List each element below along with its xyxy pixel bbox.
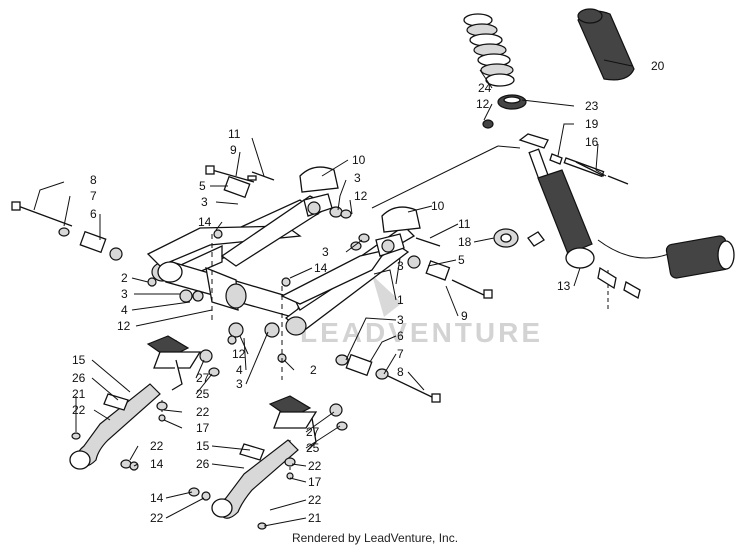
callout-label: 21 bbox=[72, 387, 86, 401]
callout-labels: 20 24 12 23 19 16 11 9 10 5 3 3 12 8 7 6… bbox=[72, 59, 665, 525]
callout-label: 22 bbox=[150, 511, 164, 525]
svg-text:LEADVENTURE: LEADVENTURE bbox=[300, 317, 543, 348]
callout-label: 22 bbox=[196, 405, 210, 419]
callout-label: 3 bbox=[236, 377, 243, 391]
callout-label: 22 bbox=[72, 403, 86, 417]
callout-label: 10 bbox=[352, 153, 366, 167]
callout-label: 9 bbox=[230, 143, 237, 157]
callout-label: 25 bbox=[306, 441, 320, 455]
callout-label: 3 bbox=[121, 287, 128, 301]
coil-spring-24 bbox=[463, 13, 515, 87]
callout-label: 19 bbox=[585, 117, 599, 131]
callout-label: 26 bbox=[72, 371, 86, 385]
callout-label: 1 bbox=[397, 293, 404, 307]
callout-label: 12 bbox=[232, 347, 246, 361]
callout-label: 15 bbox=[196, 439, 210, 453]
callout-label: 21 bbox=[308, 511, 322, 525]
callout-label: 7 bbox=[397, 347, 404, 361]
callout-label: 2 bbox=[310, 363, 317, 377]
callout-label: 3 bbox=[397, 259, 404, 273]
callout-label: 8 bbox=[90, 173, 97, 187]
callout-label: 20 bbox=[651, 59, 665, 73]
spring-seat-23 bbox=[497, 94, 527, 110]
callout-label: 6 bbox=[397, 329, 404, 343]
adjuster-18 bbox=[493, 228, 545, 248]
shock-fitting-2 bbox=[623, 281, 641, 299]
callout-label: 6 bbox=[90, 207, 97, 221]
callout-label: 7 bbox=[90, 189, 97, 203]
callout-label: 16 bbox=[585, 135, 599, 149]
callout-label: 27 bbox=[196, 371, 210, 385]
callout-label: 8 bbox=[397, 365, 404, 379]
callout-label: 5 bbox=[199, 179, 206, 193]
footrest-hardware bbox=[71, 349, 348, 530]
callout-label: 3 bbox=[397, 313, 404, 327]
cross-shaft-main bbox=[157, 261, 301, 319]
leader-lines bbox=[33, 59, 633, 527]
callout-label: 14 bbox=[314, 261, 328, 275]
spring-cover-20 bbox=[577, 8, 635, 81]
pin-19 bbox=[549, 153, 605, 178]
callout-label: 11 bbox=[458, 217, 471, 231]
shock-fitting bbox=[597, 266, 617, 290]
callout-label: 14 bbox=[150, 457, 164, 471]
callout-label: 22 bbox=[308, 493, 322, 507]
callout-label: 12 bbox=[354, 189, 368, 203]
bushings bbox=[58, 175, 451, 380]
footer-credit: Rendered by LeadVenture, Inc. bbox=[291, 531, 459, 545]
callout-label: 5 bbox=[458, 253, 465, 267]
callout-label: 17 bbox=[196, 421, 210, 435]
callout-label: 9 bbox=[461, 309, 468, 323]
shock-mount-10-lower bbox=[375, 206, 421, 257]
callout-label: 4 bbox=[121, 303, 128, 317]
callout-label: 18 bbox=[458, 235, 472, 249]
callout-label: 22 bbox=[150, 439, 164, 453]
callout-label: 24 bbox=[478, 81, 492, 95]
leader-shock-mount bbox=[371, 145, 499, 209]
watermark: LEADVENTURE bbox=[300, 275, 543, 348]
callout-label: 17 bbox=[308, 475, 322, 489]
callout-label: 27 bbox=[306, 425, 320, 439]
nut-12 bbox=[482, 119, 494, 129]
callout-label: 11 bbox=[228, 127, 241, 141]
leader-shock-mount-2 bbox=[497, 145, 521, 149]
callout-label: 4 bbox=[236, 363, 243, 377]
callout-label: 14 bbox=[150, 491, 164, 505]
callout-label: 13 bbox=[557, 279, 571, 293]
callout-label: 25 bbox=[196, 387, 210, 401]
callout-label: 22 bbox=[308, 459, 322, 473]
callout-label: 12 bbox=[476, 97, 490, 111]
callout-label: 23 bbox=[585, 99, 599, 113]
footrest-bracket-left bbox=[69, 335, 202, 470]
callout-label: 2 bbox=[121, 271, 128, 285]
callout-label: 3 bbox=[322, 245, 329, 259]
footrest-bracket-right bbox=[211, 395, 318, 519]
bolts bbox=[11, 161, 629, 403]
callout-label: 12 bbox=[117, 319, 131, 333]
callout-label: 3 bbox=[201, 195, 208, 209]
callout-label: 3 bbox=[354, 171, 361, 185]
callout-label: 15 bbox=[72, 353, 86, 367]
callout-label: 14 bbox=[198, 215, 212, 229]
callout-label: 10 bbox=[431, 199, 445, 213]
shock-absorber-13 bbox=[518, 133, 735, 279]
callout-label: 26 bbox=[196, 457, 210, 471]
